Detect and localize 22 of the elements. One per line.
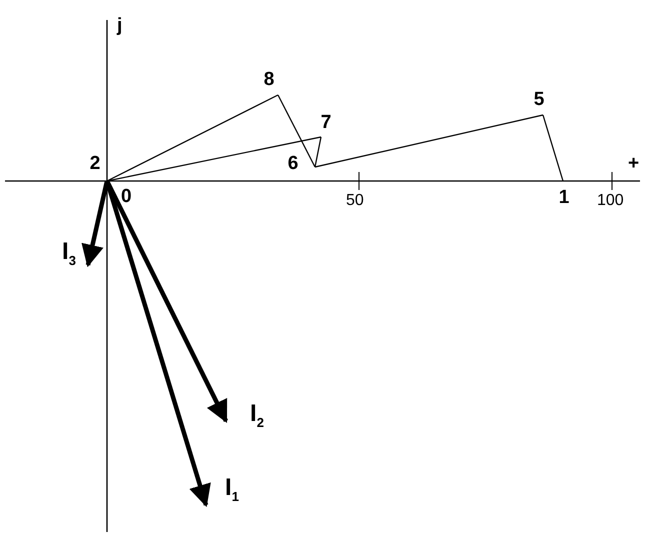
phasor-line [314, 136, 322, 168]
phasor-line [106, 94, 278, 182]
point-label: 5 [528, 88, 550, 114]
axis-label: + [628, 154, 640, 174]
current-label: I$_{3}$ [52, 240, 86, 274]
current-arrow [104, 180, 211, 508]
point-label: 8 [258, 68, 280, 94]
axis-label: j [117, 16, 122, 36]
point-label: 1 [553, 186, 575, 212]
phasor-line [314, 114, 544, 168]
current-label: I$_{2}$ [240, 402, 274, 436]
point-label: 6 [282, 152, 304, 178]
current-arrow [82, 180, 110, 268]
phasor-line [277, 94, 316, 168]
tick-label: 100 [597, 191, 624, 211]
phasor-line [542, 114, 564, 182]
phasor-line [106, 136, 322, 182]
tick-label: 50 [346, 191, 364, 211]
point-label: 7 [315, 111, 337, 137]
tick-label: 0 [121, 187, 132, 207]
current-label: I$_{1}$ [215, 476, 249, 510]
point-label: 2 [84, 152, 106, 178]
